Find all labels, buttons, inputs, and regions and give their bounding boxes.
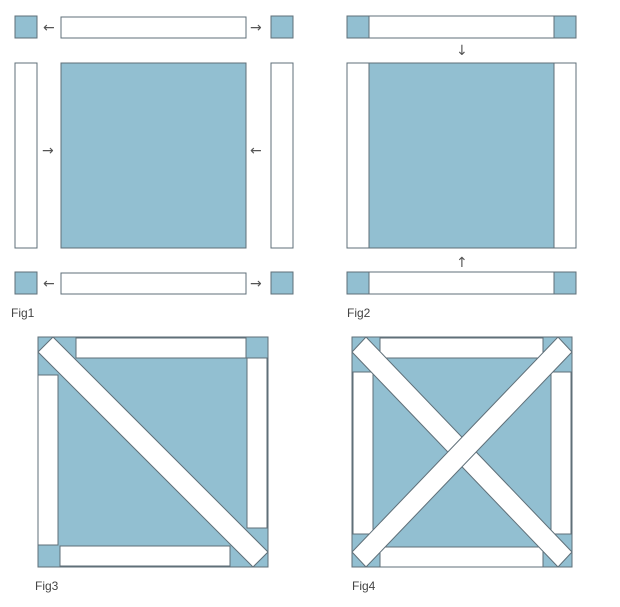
fig4-left-sash bbox=[352, 371, 374, 535]
fig1-right-sash bbox=[270, 62, 294, 249]
arrow-right-icon: → bbox=[250, 20, 262, 36]
fig4: Fig4 bbox=[351, 336, 573, 593]
arrow-down-icon: ↓ bbox=[456, 43, 468, 59]
fig1-center-block bbox=[60, 62, 247, 249]
fig1-bottom-sash bbox=[60, 272, 247, 295]
arrow-left-icon: ← bbox=[43, 20, 55, 36]
fig2-bottom-strip-corner-right bbox=[553, 271, 577, 295]
fig3-top-sash bbox=[75, 337, 247, 359]
fig3-diagonal-sash bbox=[38, 337, 268, 567]
fig3: Fig3 bbox=[35, 336, 269, 593]
fig2-bottom-strip-corner-left bbox=[346, 271, 370, 295]
fig2: ↓ ↑ Fig2 bbox=[346, 15, 577, 320]
fig4-top-sash bbox=[379, 337, 544, 359]
fig2-top-strip-corner-right bbox=[553, 15, 577, 39]
fig1: ← → → ← ← → Fig1 bbox=[11, 15, 294, 320]
fig2-caption: Fig2 bbox=[347, 306, 371, 320]
fig4-bottom-sash bbox=[379, 546, 544, 567]
fig1-top-sash bbox=[60, 16, 247, 39]
fig2-right-sash bbox=[553, 62, 577, 249]
fig1-caption: Fig1 bbox=[11, 306, 35, 320]
fig3-left-sash bbox=[38, 374, 59, 546]
fig4-diagonal-sash-b bbox=[352, 337, 572, 567]
arrow-left-icon: ← bbox=[250, 143, 262, 159]
fig1-corner-square-bottom-left bbox=[14, 271, 38, 295]
fig3-outline bbox=[37, 336, 269, 568]
fig1-corner-square-top-left bbox=[14, 15, 38, 39]
fig1-corner-square-top-right bbox=[270, 15, 294, 39]
fig3-caption: Fig3 bbox=[35, 579, 59, 593]
fig3-right-sash bbox=[246, 357, 268, 529]
arrow-right-icon: → bbox=[250, 276, 262, 292]
fig2-left-sash bbox=[346, 62, 370, 249]
fig2-center-block bbox=[368, 62, 555, 249]
fig2-bottom-strip bbox=[346, 271, 577, 295]
fig4-right-sash bbox=[550, 371, 572, 535]
arrow-up-icon: ↑ bbox=[456, 255, 468, 271]
fig2-top-strip-corner-left bbox=[346, 15, 370, 39]
fig1-corner-square-bottom-right bbox=[270, 271, 294, 295]
fig1-left-sash bbox=[14, 62, 38, 249]
fig4-caption: Fig4 bbox=[352, 579, 376, 593]
fig4-outline bbox=[351, 336, 573, 568]
arrow-right-icon: → bbox=[42, 143, 54, 159]
fig3-bottom-sash bbox=[59, 545, 231, 567]
fig2-top-strip bbox=[346, 15, 577, 39]
arrow-left-icon: ← bbox=[43, 276, 55, 292]
